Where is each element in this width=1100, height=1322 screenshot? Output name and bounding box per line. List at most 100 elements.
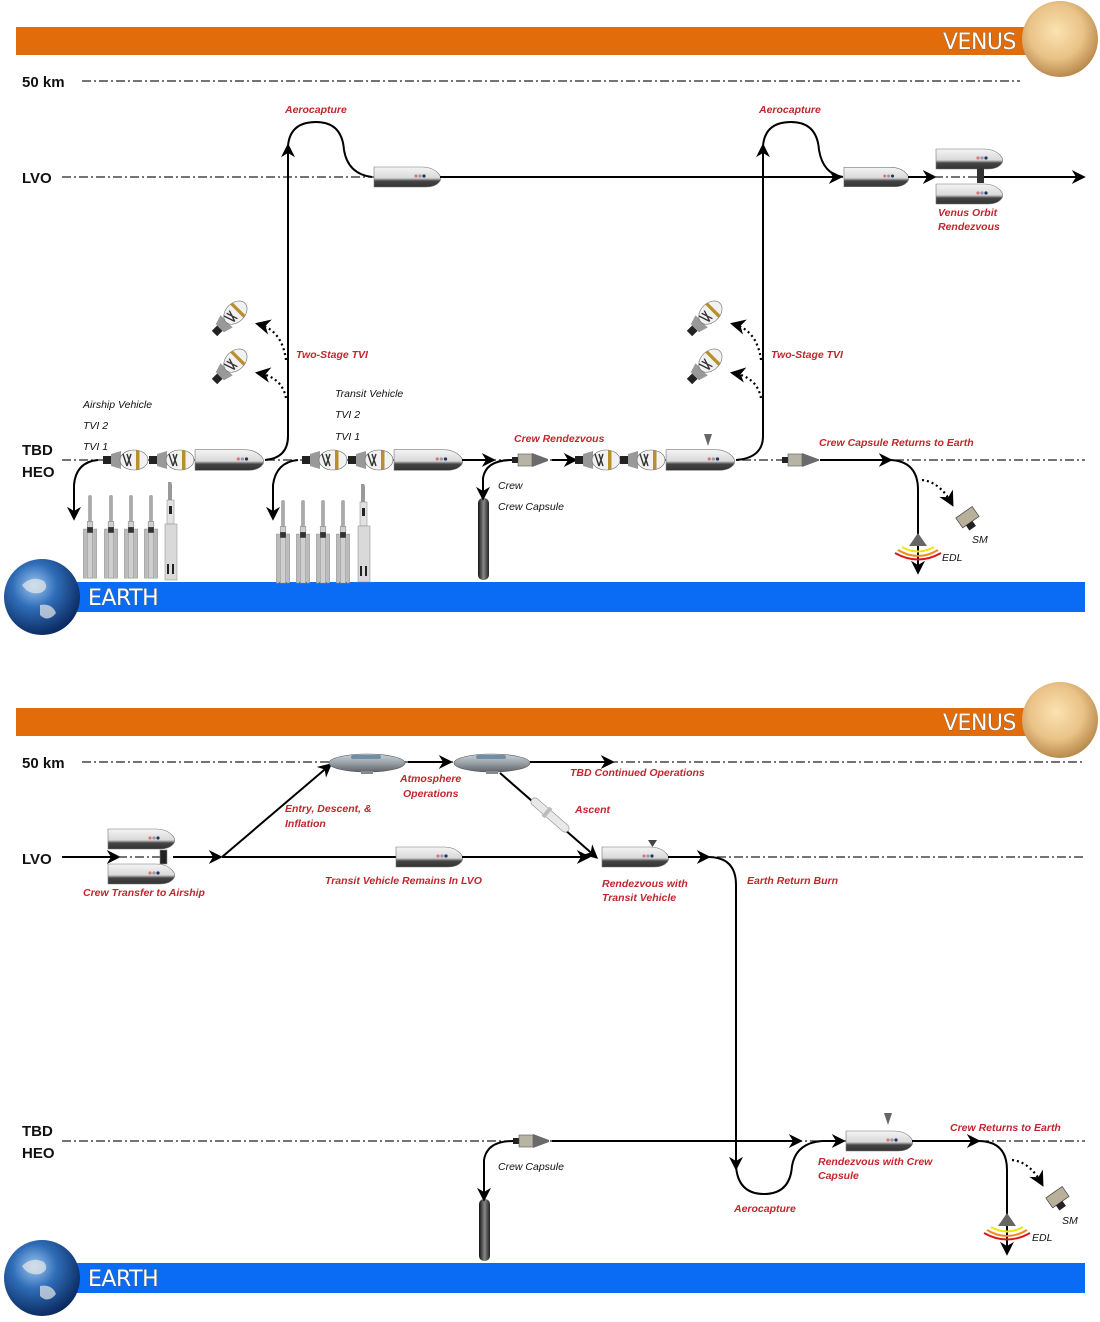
label-two-stage-tvi-2: Two-Stage TVI	[771, 349, 844, 361]
spent-tvi-stage-icon	[206, 343, 253, 390]
earth-label: EARTH	[88, 1267, 158, 1292]
ascent-vehicle-icon	[530, 797, 570, 833]
crew-capsule-icon	[512, 452, 549, 468]
label-sm: SM	[1062, 1215, 1078, 1227]
edl-capsule-icon	[894, 533, 942, 561]
transit-vehicle-rendezvous	[601, 846, 670, 868]
label-crew-returns: Crew Returns to Earth	[950, 1122, 1061, 1134]
spent-stage-arrow	[730, 319, 763, 361]
label-crew-capsule: Crew Capsule	[498, 1161, 564, 1173]
venus-band	[16, 27, 1036, 55]
venus-band	[16, 708, 1036, 736]
trajectory-crew-ascent	[476, 459, 513, 501]
airship-stack	[103, 449, 265, 471]
trajectory-airship-ascent	[67, 459, 99, 521]
trajectory-edl	[977, 1140, 1014, 1256]
label-capsule: Capsule	[818, 1170, 859, 1182]
crew-transfer-icon	[107, 828, 176, 885]
label-airship-vehicle: Airship Vehicle	[82, 399, 152, 411]
label-transit-vehicle: Transit Vehicle	[335, 388, 403, 400]
venus-orbit-rendezvous-icon	[935, 148, 1004, 205]
transit-stack	[302, 449, 464, 471]
earth-band	[60, 1263, 1085, 1293]
trajectory-aerocapture	[735, 1140, 823, 1196]
trajectory-crew-ascent	[477, 1140, 514, 1202]
label-earth-return-burn: Earth Return Burn	[747, 875, 838, 887]
transit-vehicle-lvo	[395, 846, 464, 868]
label-aerocapture-2: Aerocapture	[758, 104, 821, 116]
label-transit-tvi1: TVI 1	[335, 431, 360, 443]
label-ascent: Ascent	[574, 804, 611, 816]
crewed-transit-stack	[575, 434, 736, 471]
spent-tvi-stage-icon	[681, 295, 728, 342]
label-venus-orbit: Venus Orbit	[938, 207, 998, 219]
crew-capsule-icon	[513, 1133, 550, 1149]
label-crew-capsule: Crew Capsule	[498, 501, 564, 513]
trajectory-earth-return-burn	[707, 856, 743, 1171]
venus-planet-icon	[1022, 682, 1098, 758]
label-airship-tvi1: TVI 1	[83, 441, 108, 453]
crew-launch-vehicle	[478, 498, 489, 580]
airship-icon	[453, 753, 531, 775]
label-operations: Operations	[403, 788, 459, 800]
airship-icon	[328, 753, 406, 775]
label-rendezvous-with: Rendezvous with	[602, 878, 688, 890]
level-lvo: LVO	[22, 170, 52, 187]
venus-planet-icon	[1022, 1, 1098, 77]
service-module-icon	[955, 506, 980, 531]
spent-tvi-stage-icon	[681, 343, 728, 390]
label-crew-capsule-returns: Crew Capsule Returns to Earth	[819, 437, 974, 449]
label-crew-rendezvous: Crew Rendezvous	[514, 433, 605, 445]
label-aerocapture-1: Aerocapture	[284, 104, 347, 116]
launch-vehicles-airship	[82, 482, 178, 581]
level-heo: HEO	[22, 1145, 55, 1162]
spent-stage-arrow	[254, 367, 288, 399]
earth-band	[60, 582, 1085, 612]
label-rendezvous: Rendezvous	[938, 221, 1000, 233]
level-heo-tbd: TBD	[22, 442, 53, 459]
label-edl: EDL	[1032, 1232, 1053, 1244]
label-rendezvous-crew: Rendezvous with Crew	[818, 1156, 933, 1168]
trajectory-aerocapture-1	[287, 120, 373, 178]
spent-stage-arrow	[729, 367, 763, 399]
sm-separation-arrow	[1011, 1158, 1044, 1187]
earth-label: EARTH	[88, 586, 158, 611]
earth-planet-icon	[4, 559, 80, 635]
level-50km: 50 km	[22, 74, 65, 91]
panel-return: VENUS 50 km LVO TBD HEO EARTH Crew Trans…	[4, 682, 1098, 1316]
label-inflation: Inflation	[285, 818, 326, 830]
returning-capsule-icon	[782, 452, 819, 468]
label-transit-tvi2: TVI 2	[335, 409, 360, 421]
trajectory-tvi-1	[264, 143, 295, 461]
launch-vehicles-transit	[275, 484, 371, 584]
venus-label: VENUS	[943, 711, 1016, 736]
level-lvo: LVO	[22, 851, 52, 868]
transit-vehicle-crew-rendezvous	[845, 1130, 914, 1152]
service-module-icon	[1045, 1186, 1070, 1211]
crew-launch-vehicle	[479, 1199, 490, 1261]
trajectory-transit-ascent	[266, 459, 299, 521]
label-aerocapture: Aerocapture	[733, 1203, 796, 1215]
panel-outbound: VENUS 50 km LVO TBD HEO EARTH Airship Ve…	[4, 1, 1098, 635]
spent-tvi-stage-icon	[206, 295, 253, 342]
sm-separation-arrow	[921, 478, 954, 507]
label-transit-vehicle: Transit Vehicle	[602, 892, 676, 904]
label-sm: SM	[972, 534, 988, 546]
trajectory-aerocapture-2	[762, 120, 844, 178]
spent-stage-arrow	[255, 319, 288, 361]
label-atmosphere: Atmosphere	[399, 773, 461, 785]
label-crew: Crew	[498, 480, 524, 492]
ascent-vehicle-docked-icon	[648, 840, 657, 847]
level-50km: 50 km	[22, 755, 65, 772]
edl-capsule-icon	[983, 1213, 1031, 1241]
docked-capsule-icon	[884, 1113, 892, 1125]
level-heo-tbd: TBD	[22, 1123, 53, 1140]
trajectory-entry-descent	[221, 763, 333, 858]
trajectory-tvi-2	[735, 143, 770, 461]
earth-planet-icon	[4, 1240, 80, 1316]
level-heo: HEO	[22, 464, 55, 481]
label-edl: EDL	[942, 552, 963, 564]
label-entry-descent: Entry, Descent, &	[285, 803, 372, 815]
label-crew-transfer: Crew Transfer to Airship	[83, 887, 206, 899]
